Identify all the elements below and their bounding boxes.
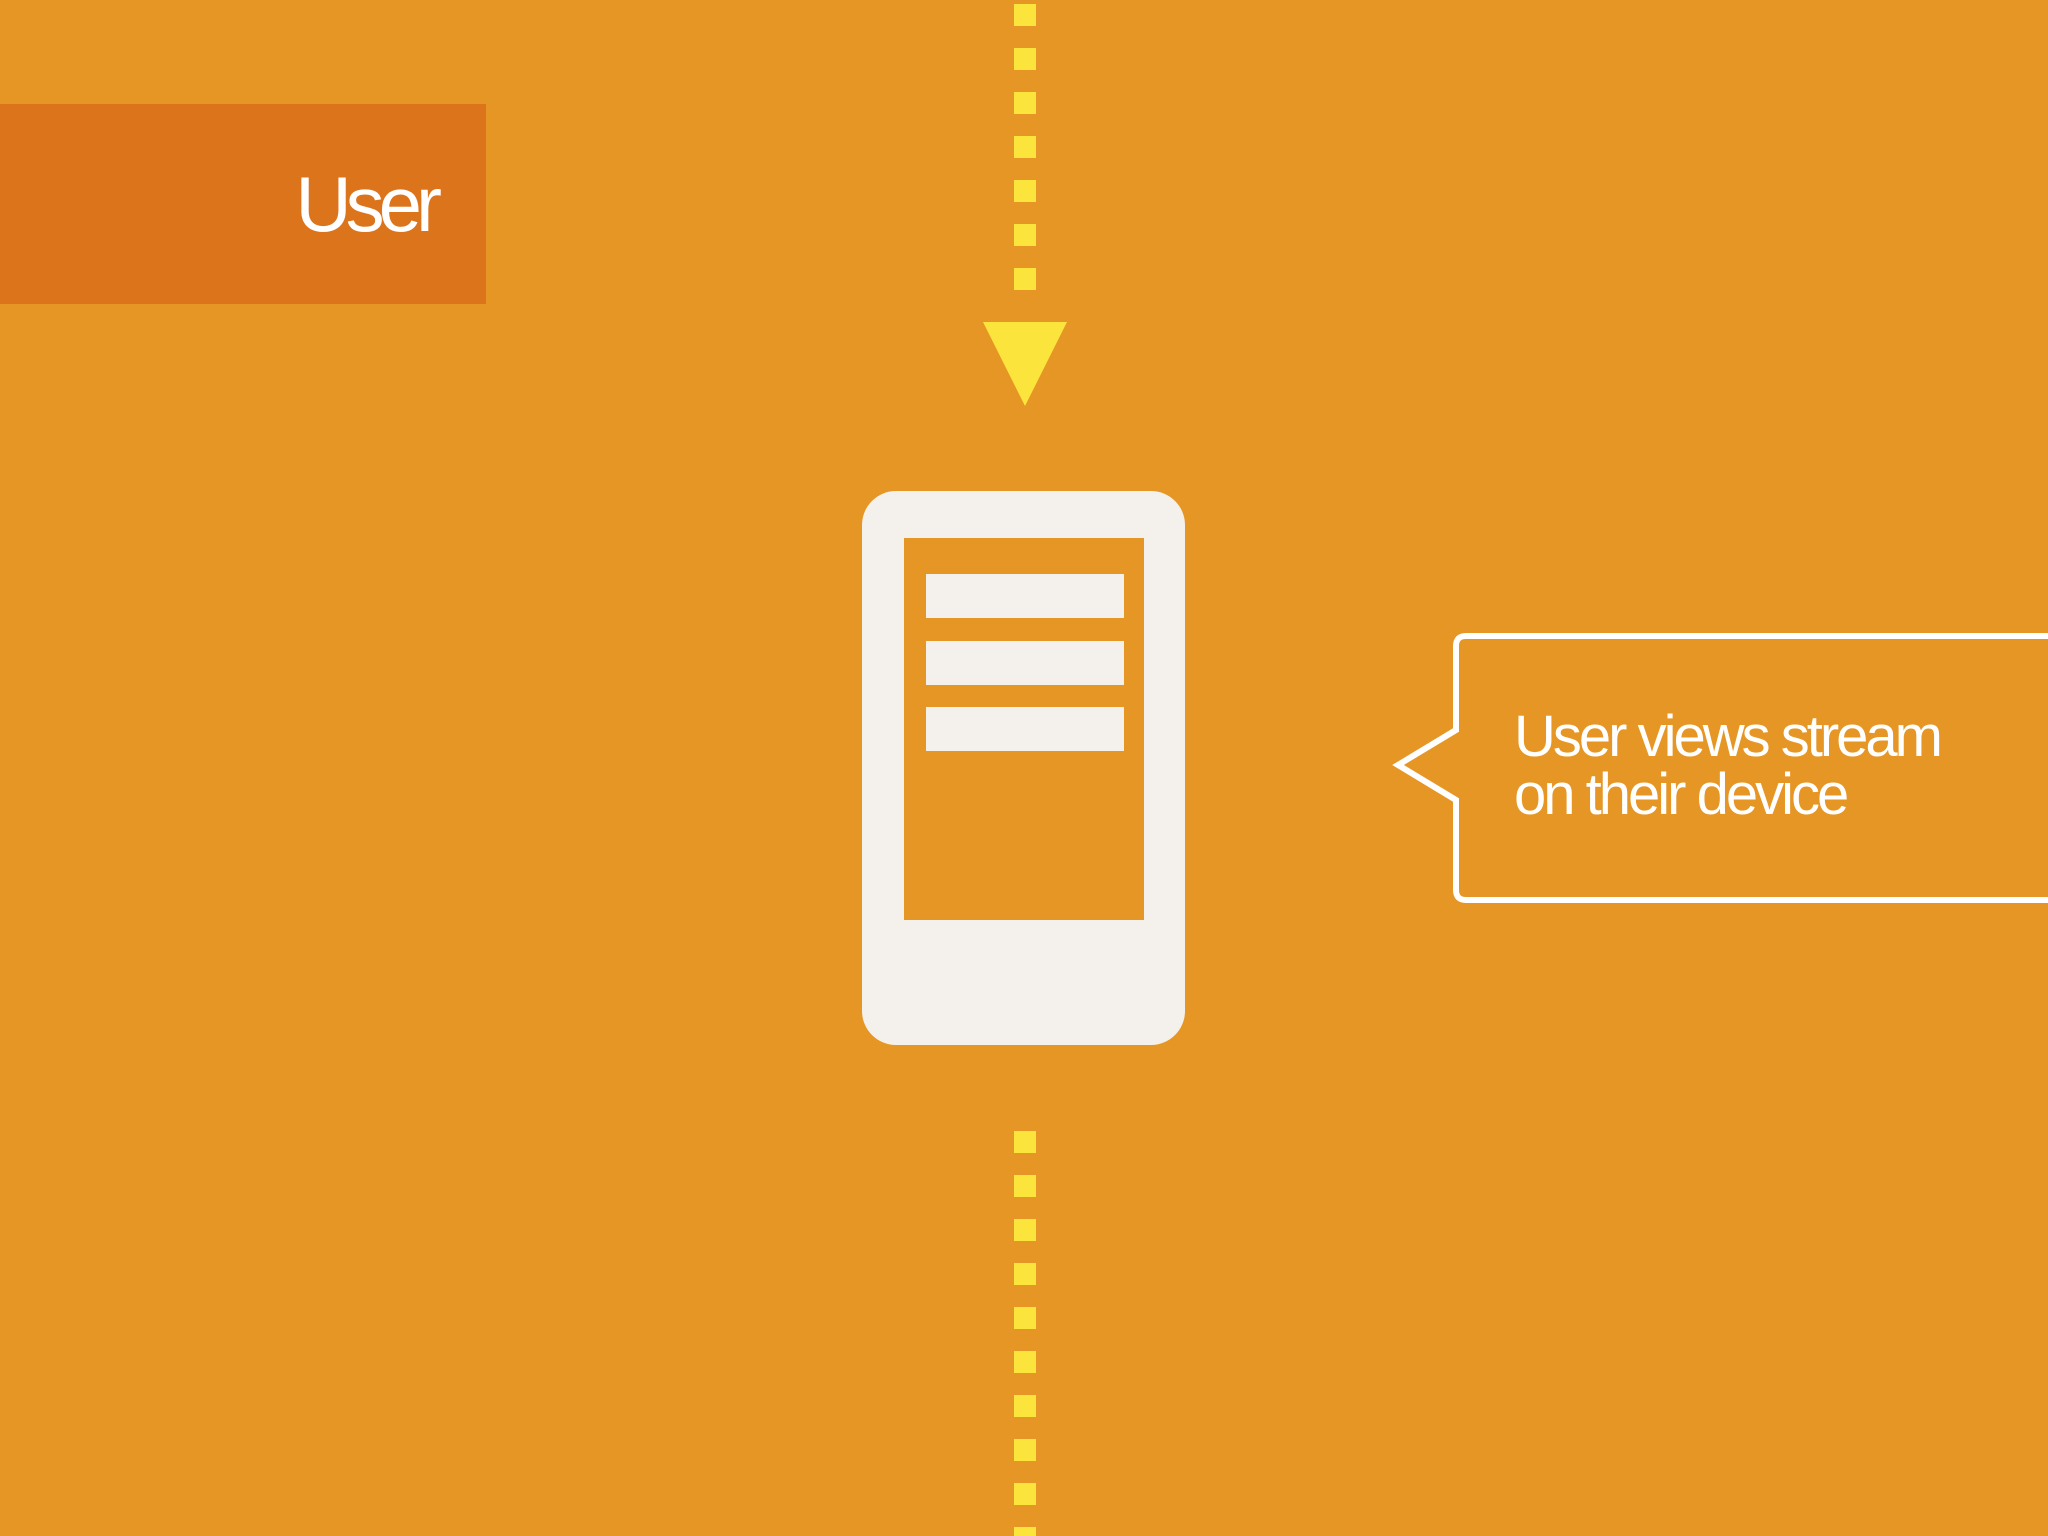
callout-line: on their device	[1514, 762, 1849, 827]
screen-line	[926, 641, 1124, 685]
screen-line	[926, 707, 1124, 751]
callout-line: User views stream	[1514, 704, 1943, 769]
user-section-tag: User	[0, 104, 486, 304]
smartphone-icon	[862, 491, 1185, 1045]
home-button	[991, 949, 1057, 1015]
user-section-label: User	[295, 160, 442, 248]
arrow-down-icon	[983, 322, 1067, 406]
screen-line	[926, 574, 1124, 618]
callout-bubble	[1392, 633, 2048, 903]
callout-text: User views stream on their device	[1514, 708, 2034, 824]
